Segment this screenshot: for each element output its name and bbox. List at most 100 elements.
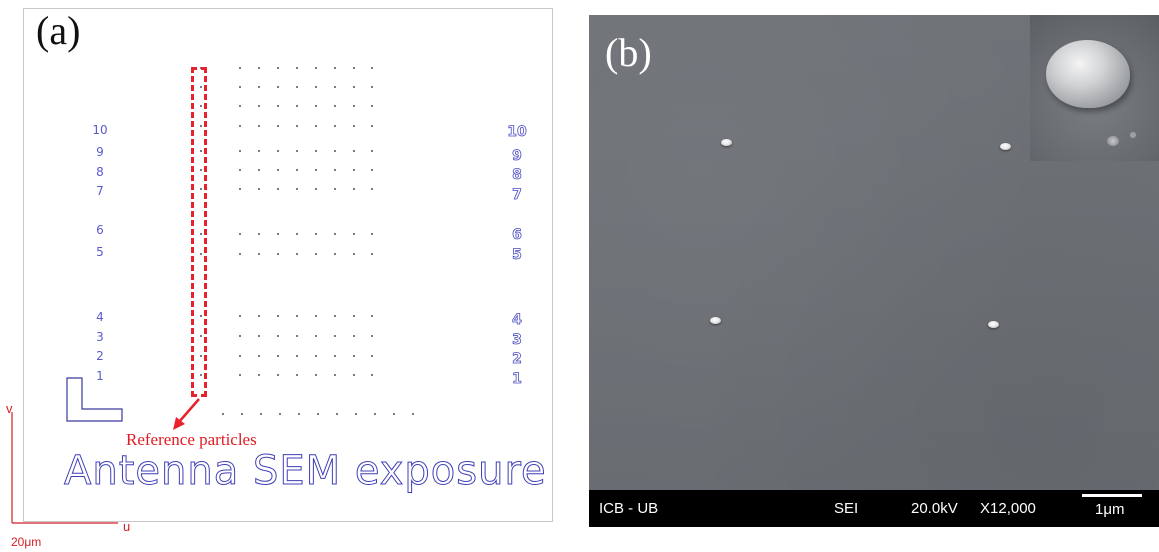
panel-b-label: (b) (605, 30, 652, 75)
grid-dot (315, 105, 317, 107)
row-label-right-1: 1 (512, 371, 523, 387)
grid-dot (277, 169, 279, 171)
row-label-right-6: 6 (512, 227, 523, 243)
grid-dot (371, 169, 373, 171)
grid-dot (334, 67, 336, 69)
grid-dot (296, 105, 298, 107)
antenna-sem-exposure-title: Antenna SEM exposure (64, 448, 547, 494)
grid-dot (296, 315, 298, 317)
grid-dot (239, 150, 241, 152)
grid-dot (296, 355, 298, 357)
grid-dot (353, 105, 355, 107)
grid-dot (296, 169, 298, 171)
grid-dot (315, 188, 317, 190)
grid-dot (200, 335, 202, 337)
grid-dot (353, 188, 355, 190)
grid-dot (277, 188, 279, 190)
grid-dot (315, 374, 317, 376)
grid-dot (200, 374, 202, 376)
grid-dot (412, 413, 414, 415)
sem-particle (710, 317, 721, 324)
grid-dot (334, 188, 336, 190)
grid-dot (371, 355, 373, 357)
panel-a-label: (a) (36, 8, 81, 53)
grid-dot (277, 233, 279, 235)
grid-dot (371, 374, 373, 376)
row-label-right-9: 9 (512, 148, 523, 164)
grid-dot (239, 67, 241, 69)
grid-dot (277, 355, 279, 357)
grid-dot (353, 355, 355, 357)
row-label-left-9: 9 (96, 145, 104, 159)
grid-dot (315, 86, 317, 88)
row-label-left-7: 7 (96, 184, 104, 198)
grid-dot (260, 413, 262, 415)
grid-dot (353, 233, 355, 235)
grid-dot (334, 86, 336, 88)
row-label-right-7: 7 (512, 187, 523, 203)
grid-dot (200, 86, 202, 88)
row-label-left-4: 4 (96, 310, 104, 324)
row-label-left-1: 1 (96, 369, 104, 383)
axis-u-label: u (123, 519, 131, 534)
grid-dot (334, 150, 336, 152)
grid-dot (258, 374, 260, 376)
sem-particle (988, 321, 999, 328)
grid-dot (296, 150, 298, 152)
grid-dot (258, 67, 260, 69)
grid-dot (239, 374, 241, 376)
grid-dot (296, 253, 298, 255)
grid-dot (296, 67, 298, 69)
grid-dot (353, 253, 355, 255)
grid-dot (374, 413, 376, 415)
grid-dot (315, 253, 317, 255)
grid-dot (200, 105, 202, 107)
grid-dot (200, 315, 202, 317)
row-label-right-3: 3 (512, 332, 523, 348)
grid-dot (334, 374, 336, 376)
grid-dot (258, 355, 260, 357)
grid-dot (277, 150, 279, 152)
grid-dot (371, 67, 373, 69)
grid-dot (258, 86, 260, 88)
grid-dot (277, 67, 279, 69)
grid-dot (353, 150, 355, 152)
grid-dot (277, 374, 279, 376)
row-label-left-8: 8 (96, 165, 104, 179)
grid-dot (334, 125, 336, 127)
grid-dot (258, 125, 260, 127)
grid-dot (277, 253, 279, 255)
grid-dot (239, 355, 241, 357)
grid-dot (200, 355, 202, 357)
row-label-left-3: 3 (96, 330, 104, 344)
grid-dot (200, 125, 202, 127)
grid-dot (277, 86, 279, 88)
grid-dot (334, 169, 336, 171)
row-label-right-5: 5 (512, 247, 523, 263)
grid-dot (315, 335, 317, 337)
grid-dot (393, 413, 395, 415)
grid-dot (296, 86, 298, 88)
grid-dot (239, 315, 241, 317)
sem-particle (721, 139, 732, 146)
row-label-left-5: 5 (96, 245, 104, 259)
grid-dot (277, 315, 279, 317)
grid-dot (315, 169, 317, 171)
reference-arrow-icon (173, 398, 200, 430)
grid-dot (277, 335, 279, 337)
info-voltage: 20.0kV (911, 500, 958, 517)
grid-dot (334, 233, 336, 235)
row-label-left-6: 6 (96, 223, 104, 237)
scale-bar-label: 1μm (1095, 501, 1125, 518)
grid-dot (315, 315, 317, 317)
grid-dot (315, 233, 317, 235)
grid-dot (239, 335, 241, 337)
grid-dot (277, 105, 279, 107)
grid-dot (334, 253, 336, 255)
grid-dot (296, 125, 298, 127)
grid-dot (317, 413, 319, 415)
grid-dot (353, 169, 355, 171)
debris-particle (1107, 136, 1119, 146)
zoomed-particle (1046, 40, 1130, 108)
grid-dot (315, 67, 317, 69)
